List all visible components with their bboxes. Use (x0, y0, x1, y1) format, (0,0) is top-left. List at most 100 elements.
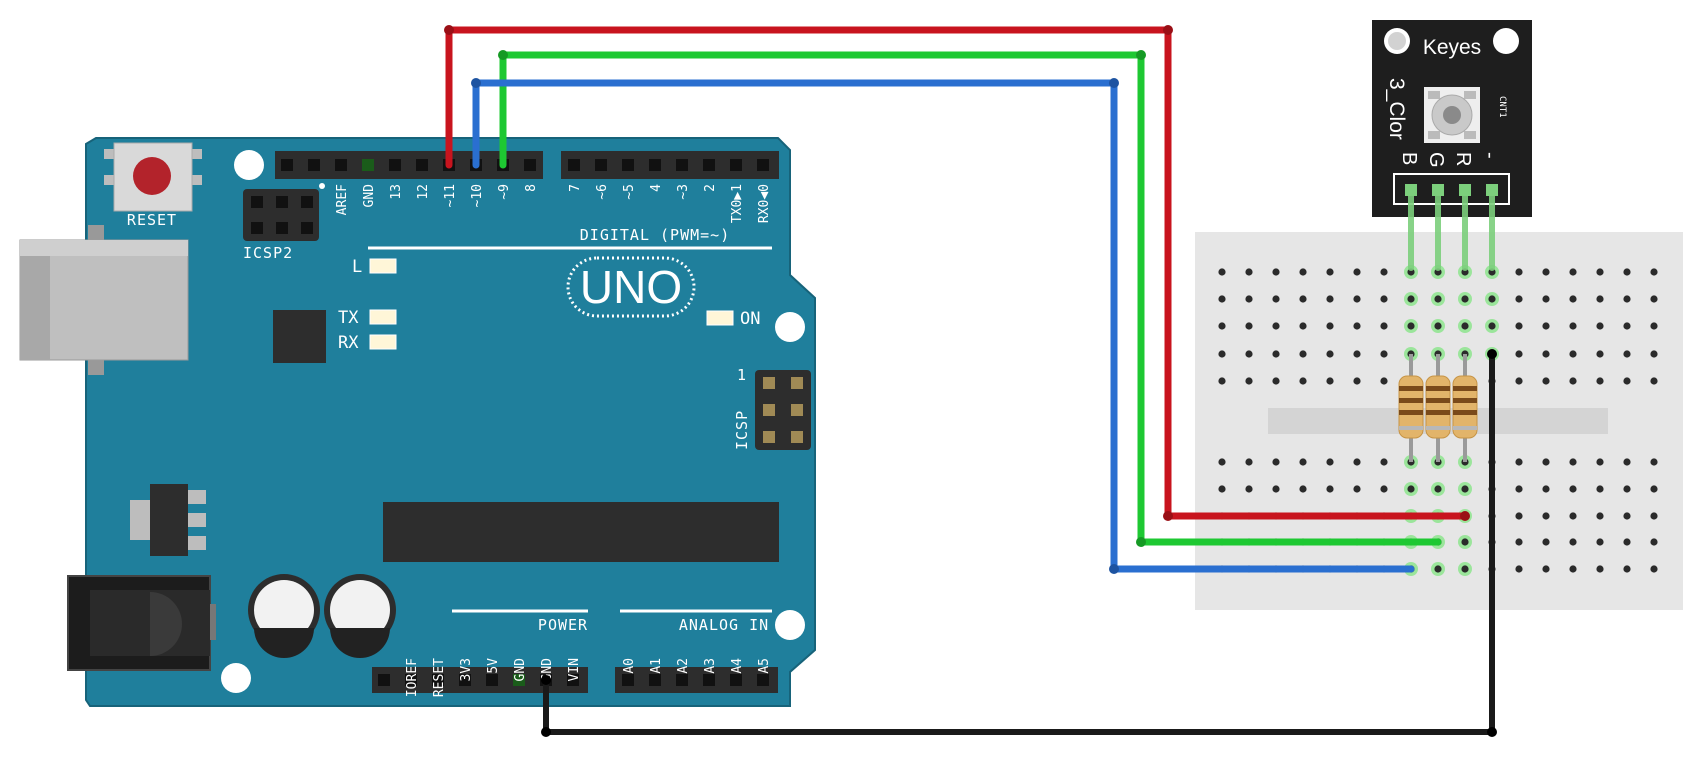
digital-pin-label: 13 (389, 184, 404, 200)
digital-pin-label: ~3 (676, 184, 691, 200)
icsp-pin (763, 377, 775, 389)
icsp2-pin (276, 196, 288, 208)
breadboard-hole (1299, 295, 1307, 303)
breadboard-hole (1380, 322, 1388, 330)
module-pin-label: B (1398, 152, 1420, 165)
capacitor (324, 574, 396, 658)
digital-pin (703, 159, 715, 171)
gnd-pin-highlight (362, 159, 374, 171)
module-legs (1408, 187, 1495, 271)
power-pin-label: 3V3 (459, 658, 474, 681)
breadboard-hole (1380, 485, 1388, 493)
breadboard-hole (1623, 485, 1631, 493)
breadboard-hole (1515, 485, 1523, 493)
breadboard-hole (1380, 350, 1388, 358)
breadboard-hole (1623, 295, 1631, 303)
breadboard-hole (1272, 268, 1280, 276)
digital-pin-label: 12 (416, 184, 431, 200)
digital-pin-label: TX0▶1 (730, 184, 745, 223)
digital-pin-label: AREF (335, 184, 350, 215)
breadboard-hole (1245, 458, 1253, 466)
breadboard-hole (1218, 458, 1226, 466)
analog-pin-label: A4 (730, 658, 745, 674)
usb-connector (19, 225, 189, 375)
analog-pin-label: A1 (649, 658, 664, 674)
breadboard-hole (1542, 377, 1550, 385)
power-jack (67, 575, 216, 671)
wire-black-gnd (543, 351, 1495, 735)
breadboard-hole (1326, 295, 1334, 303)
breadboard-hole (1434, 565, 1442, 573)
breadboard-hole (1650, 377, 1658, 385)
resistor (1398, 354, 1424, 462)
breadboard-hole (1596, 322, 1604, 330)
digital-pin-label: ~9 (497, 184, 512, 200)
breadboard-hole (1596, 295, 1604, 303)
breadboard-hole (1299, 485, 1307, 493)
led-tx-label: TX (338, 308, 359, 328)
breadboard-hole (1569, 268, 1577, 276)
digital-pin-label: 8 (524, 184, 539, 192)
breadboard-hole (1650, 268, 1658, 276)
breadboard-hole (1218, 377, 1226, 385)
breadboard-hole (1353, 458, 1361, 466)
digital-header-right (561, 151, 779, 179)
breadboard-hole (1326, 268, 1334, 276)
breadboard-hole (1434, 322, 1442, 330)
icsp-label: ICSP (733, 410, 751, 450)
breadboard-hole (1650, 538, 1658, 546)
breadboard-hole (1461, 565, 1469, 573)
mounting-hole (775, 610, 805, 640)
breadboard-hole (1623, 565, 1631, 573)
resistor (1425, 354, 1451, 462)
icsp-pin (791, 431, 803, 443)
digital-label: DIGITAL (PWM=~) (580, 226, 730, 244)
breadboard-hole (1299, 350, 1307, 358)
breadboard-hole (1515, 565, 1523, 573)
led-rx (369, 334, 397, 350)
digital-pin (676, 159, 688, 171)
icsp2-pin (251, 196, 263, 208)
module-hole (1388, 32, 1406, 50)
breadboard-hole (1596, 538, 1604, 546)
breadboard-hole (1434, 485, 1442, 493)
breadboard-hole (1596, 485, 1604, 493)
breadboard-hole (1596, 377, 1604, 385)
breadboard-hole (1299, 322, 1307, 330)
breadboard-hole (1650, 322, 1658, 330)
analog-pin (622, 674, 634, 686)
icsp-pin (791, 377, 803, 389)
module-part: CNT1 (1497, 96, 1507, 118)
voltage-regulator (130, 484, 206, 556)
breadboard-hole (1245, 485, 1253, 493)
analog-pin-label: A5 (757, 658, 772, 674)
breadboard-hole (1218, 322, 1226, 330)
digital-pin (308, 159, 320, 171)
digital-pin (649, 159, 661, 171)
breadboard-hole (1353, 295, 1361, 303)
capacitor (248, 574, 320, 658)
mounting-hole (221, 663, 251, 693)
breadboard-hole (1326, 377, 1334, 385)
breadboard-hole (1326, 350, 1334, 358)
breadboard-hole (1569, 512, 1577, 520)
led-on-label: ON (740, 309, 760, 329)
breadboard-hole (1380, 458, 1388, 466)
reset-button (104, 142, 202, 212)
led-rx-label: RX (338, 333, 359, 353)
mounting-hole (234, 150, 264, 180)
breadboard-hole (1245, 295, 1253, 303)
icsp-pin (791, 404, 803, 416)
breadboard-hole (1461, 538, 1469, 546)
icsp2-pin (301, 222, 313, 234)
led-l-label: L (352, 257, 362, 277)
microcontroller-chip (383, 502, 779, 562)
digital-pin (389, 159, 401, 171)
breadboard-hole (1299, 268, 1307, 276)
breadboard-hole (1542, 538, 1550, 546)
analog-pin (703, 674, 715, 686)
breadboard-hole (1596, 268, 1604, 276)
breadboard-hole (1623, 377, 1631, 385)
power-pin-label: 5V (486, 658, 501, 674)
